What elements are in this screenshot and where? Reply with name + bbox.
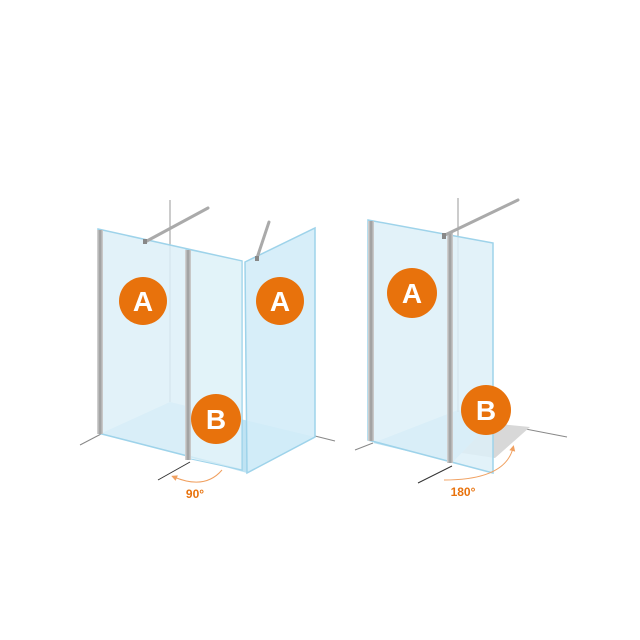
bar-clamp [143,239,147,244]
angle-label: 180° [451,485,476,499]
stabilizer-bar [255,220,271,260]
floor-line [79,432,104,446]
diagram-90-degree: 90° A A B [79,200,336,501]
glass-panel-a-side [244,226,316,475]
badge-b-label: B [206,404,226,435]
bar-clamp [442,233,446,239]
badge-a-label: A [133,286,153,317]
floor-line [314,435,336,442]
badge-b: B [191,394,241,444]
badge-a-label: A [402,278,422,309]
badge-a: A [387,268,437,318]
panel-joint-profile [185,250,191,460]
wall-profile [368,221,374,441]
pivot-line [417,465,453,484]
badge-a: A [256,277,304,325]
floor-line [354,442,374,451]
rotation-arrow [171,469,223,483]
glass-panel-a [367,219,494,474]
wall-profile [97,230,103,434]
stabilizer-bar [143,206,210,244]
badge-b: B [461,385,511,435]
diagram-180-degree: 180° A B [354,198,568,499]
bar-clamp [255,256,259,261]
panel-joint-profile [447,233,453,463]
pivot-line [157,461,191,481]
angle-label: 90° [186,487,204,501]
badge-b-label: B [476,395,496,426]
stabilizer-bar [443,198,520,237]
badge-a-label: A [270,286,290,317]
rotation-arrow [443,445,516,481]
badge-a: A [119,277,167,325]
